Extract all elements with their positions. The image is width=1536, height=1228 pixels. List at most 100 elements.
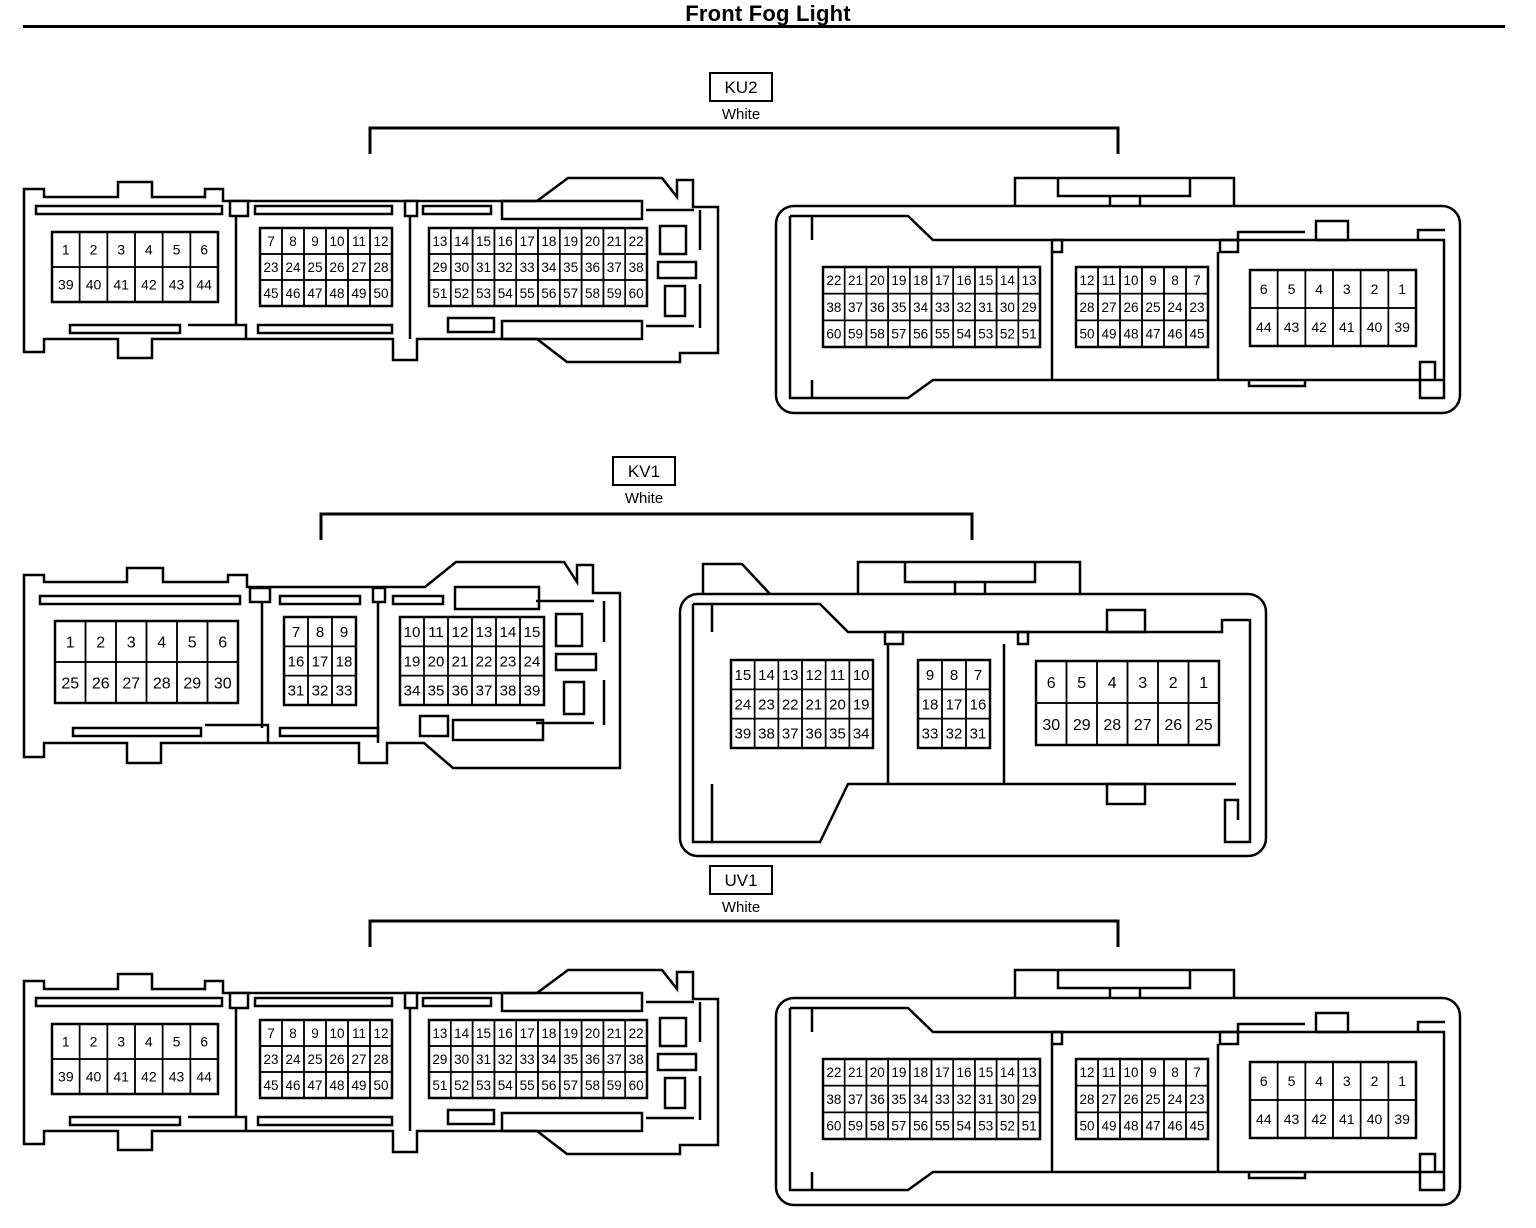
pin-number: 24	[734, 696, 751, 713]
pin-number: 1	[1398, 1073, 1406, 1089]
pin-number: 36	[452, 683, 469, 700]
pin-number: 48	[329, 286, 344, 301]
pin-number: 45	[263, 286, 278, 301]
pin-number: 4	[1315, 281, 1323, 297]
pin-cell	[1017, 1111, 1041, 1140]
divider	[1247, 1172, 1307, 1180]
pin-number: 25	[1145, 1092, 1160, 1107]
pin-number: 12	[373, 1026, 388, 1041]
pin-number: 53	[476, 286, 491, 301]
pin-number: 27	[122, 675, 140, 692]
pin-number: 14	[758, 667, 775, 684]
pin-number: 44	[1256, 319, 1272, 335]
housing-tab	[403, 199, 419, 218]
pin-number: 31	[978, 1092, 993, 1107]
divider	[234, 216, 412, 339]
pin-number: 15	[476, 1026, 491, 1041]
housing-tab	[1050, 238, 1064, 254]
pin-number: 20	[428, 653, 445, 670]
pin-number: 29	[183, 675, 201, 692]
pin-number: 2	[1371, 1073, 1379, 1089]
pin-number: 41	[1339, 319, 1355, 335]
pin-number: 33	[935, 1092, 950, 1107]
connector-bracket	[368, 919, 1120, 947]
pin-number: 37	[848, 300, 863, 315]
housing-tab	[883, 630, 905, 646]
pin-number: 17	[935, 273, 950, 288]
pin-number: 53	[978, 327, 993, 342]
pin-number: 44	[196, 1069, 212, 1085]
pin-number: 1	[62, 242, 70, 258]
side-lock	[562, 680, 586, 716]
pin-number: 28	[1079, 300, 1094, 315]
pin-number: 51	[432, 1078, 447, 1093]
pin-number: 30	[214, 675, 232, 692]
divider	[188, 1115, 248, 1131]
pin-number: 58	[870, 1119, 885, 1134]
pin-cell	[519, 674, 545, 706]
pin-number: 16	[957, 273, 972, 288]
pin-number: 4	[145, 1034, 153, 1050]
pin-number: 36	[585, 1052, 600, 1067]
pin-number: 9	[1149, 1065, 1157, 1080]
pin-number: 8	[316, 624, 324, 641]
pin-cell	[1187, 702, 1220, 746]
pin-number: 31	[476, 1052, 491, 1067]
latch-slot	[446, 1108, 496, 1126]
pin-number: 23	[758, 696, 775, 713]
pin-number: 4	[145, 242, 153, 258]
pin-cell	[848, 717, 874, 749]
pin-number: 56	[541, 1078, 556, 1093]
pin-number: 56	[913, 327, 928, 342]
side-lock	[658, 1016, 688, 1048]
pin-number: 52	[1000, 327, 1015, 342]
pin-number: 10	[329, 234, 344, 249]
pin-number: 10	[404, 624, 421, 641]
pin-number: 4	[1315, 1073, 1323, 1089]
housing-tab	[1218, 238, 1240, 254]
pin-number: 29	[432, 1052, 447, 1067]
latch-slot	[421, 996, 493, 1008]
pin-number: 15	[978, 1065, 993, 1080]
pin-number: 55	[520, 286, 535, 301]
pin-number: 46	[1167, 1119, 1182, 1134]
pin-number: 53	[978, 1119, 993, 1134]
pin-number: 1	[62, 1034, 70, 1050]
pin-cell	[1017, 319, 1041, 348]
pin-number: 31	[978, 300, 993, 315]
pin-number: 26	[329, 260, 344, 275]
side-lock	[663, 1076, 687, 1110]
male-housing-outline	[22, 968, 720, 1156]
pin-number: 19	[891, 1065, 906, 1080]
pin-number: 22	[826, 1065, 841, 1080]
pin-number: 27	[1134, 717, 1152, 734]
female-housing-outline	[774, 996, 1462, 1207]
pin-number: 34	[853, 726, 870, 743]
pin-number: 37	[607, 260, 622, 275]
pin-number: 34	[541, 260, 557, 275]
pin-number: 50	[373, 286, 388, 301]
pin-number: 25	[61, 675, 79, 692]
pin-number: 56	[913, 1119, 928, 1134]
pin-number: 21	[848, 1065, 863, 1080]
pin-number: 39	[1394, 1111, 1410, 1127]
pin-number: 59	[848, 1119, 863, 1134]
pin-number: 24	[1167, 1092, 1183, 1107]
housing-tab	[228, 991, 250, 1010]
pin-number: 27	[1101, 1092, 1116, 1107]
pin-number: 51	[1022, 1119, 1037, 1134]
housing-tab	[1218, 1030, 1240, 1046]
latch-slot	[391, 594, 445, 606]
pin-number: 30	[454, 260, 469, 275]
pin-number: 52	[1000, 1119, 1015, 1134]
pin-number: 2	[90, 242, 98, 258]
pin-number: 6	[200, 1034, 208, 1050]
pin-number: 30	[454, 1052, 469, 1067]
pin-number: 52	[454, 286, 469, 301]
latch-slot	[453, 585, 541, 611]
pin-cell	[206, 661, 239, 704]
pin-cell	[331, 674, 357, 706]
pin-number: 9	[340, 624, 348, 641]
pin-number: 28	[1103, 717, 1121, 734]
pin-number: 16	[498, 1026, 513, 1041]
